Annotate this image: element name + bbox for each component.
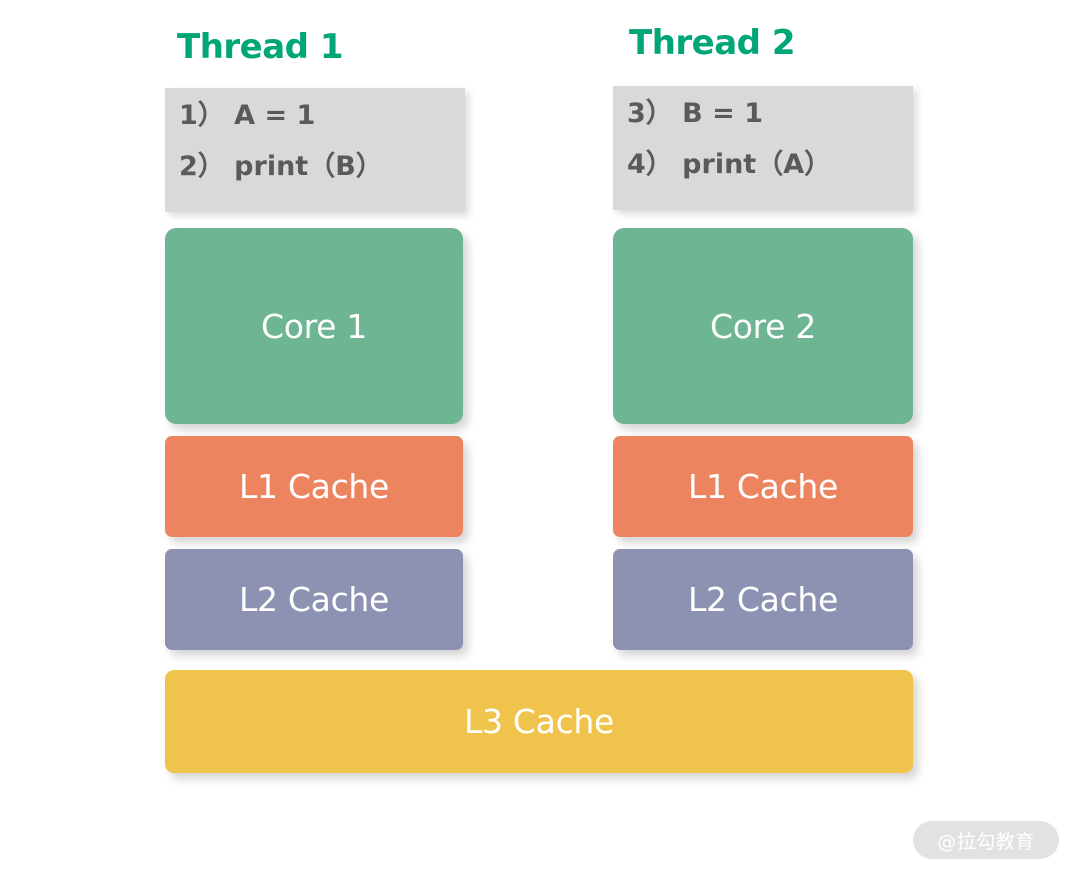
watermark-badge: @拉勾教育 <box>913 821 1059 859</box>
thread-2-title: Thread 2 <box>629 23 796 63</box>
core-2-l2-cache-block: L2 Cache <box>613 549 913 650</box>
thread-2-code-line-2: 4） print（A） <box>627 149 832 180</box>
core-1-block: Core 1 <box>165 228 463 424</box>
core-2-l1-cache-block: L1 Cache <box>613 436 913 537</box>
thread-1-code-box: 1） A = 1 2） print（B） <box>165 88 465 212</box>
core-1-l1-cache-block: L1 Cache <box>165 436 463 537</box>
thread-2-code-line-1: 3） B = 1 <box>627 98 763 129</box>
thread-1-title: Thread 1 <box>177 27 344 67</box>
thread-1-code-line-1: 1） A = 1 <box>179 100 316 131</box>
thread-1-code-line-2: 2） print（B） <box>179 151 383 182</box>
shared-l3-cache-block: L3 Cache <box>165 670 913 773</box>
core-1-l2-cache-block: L2 Cache <box>165 549 463 650</box>
core-2-block: Core 2 <box>613 228 913 424</box>
thread-2-code-box: 3） B = 1 4） print（A） <box>613 86 913 210</box>
